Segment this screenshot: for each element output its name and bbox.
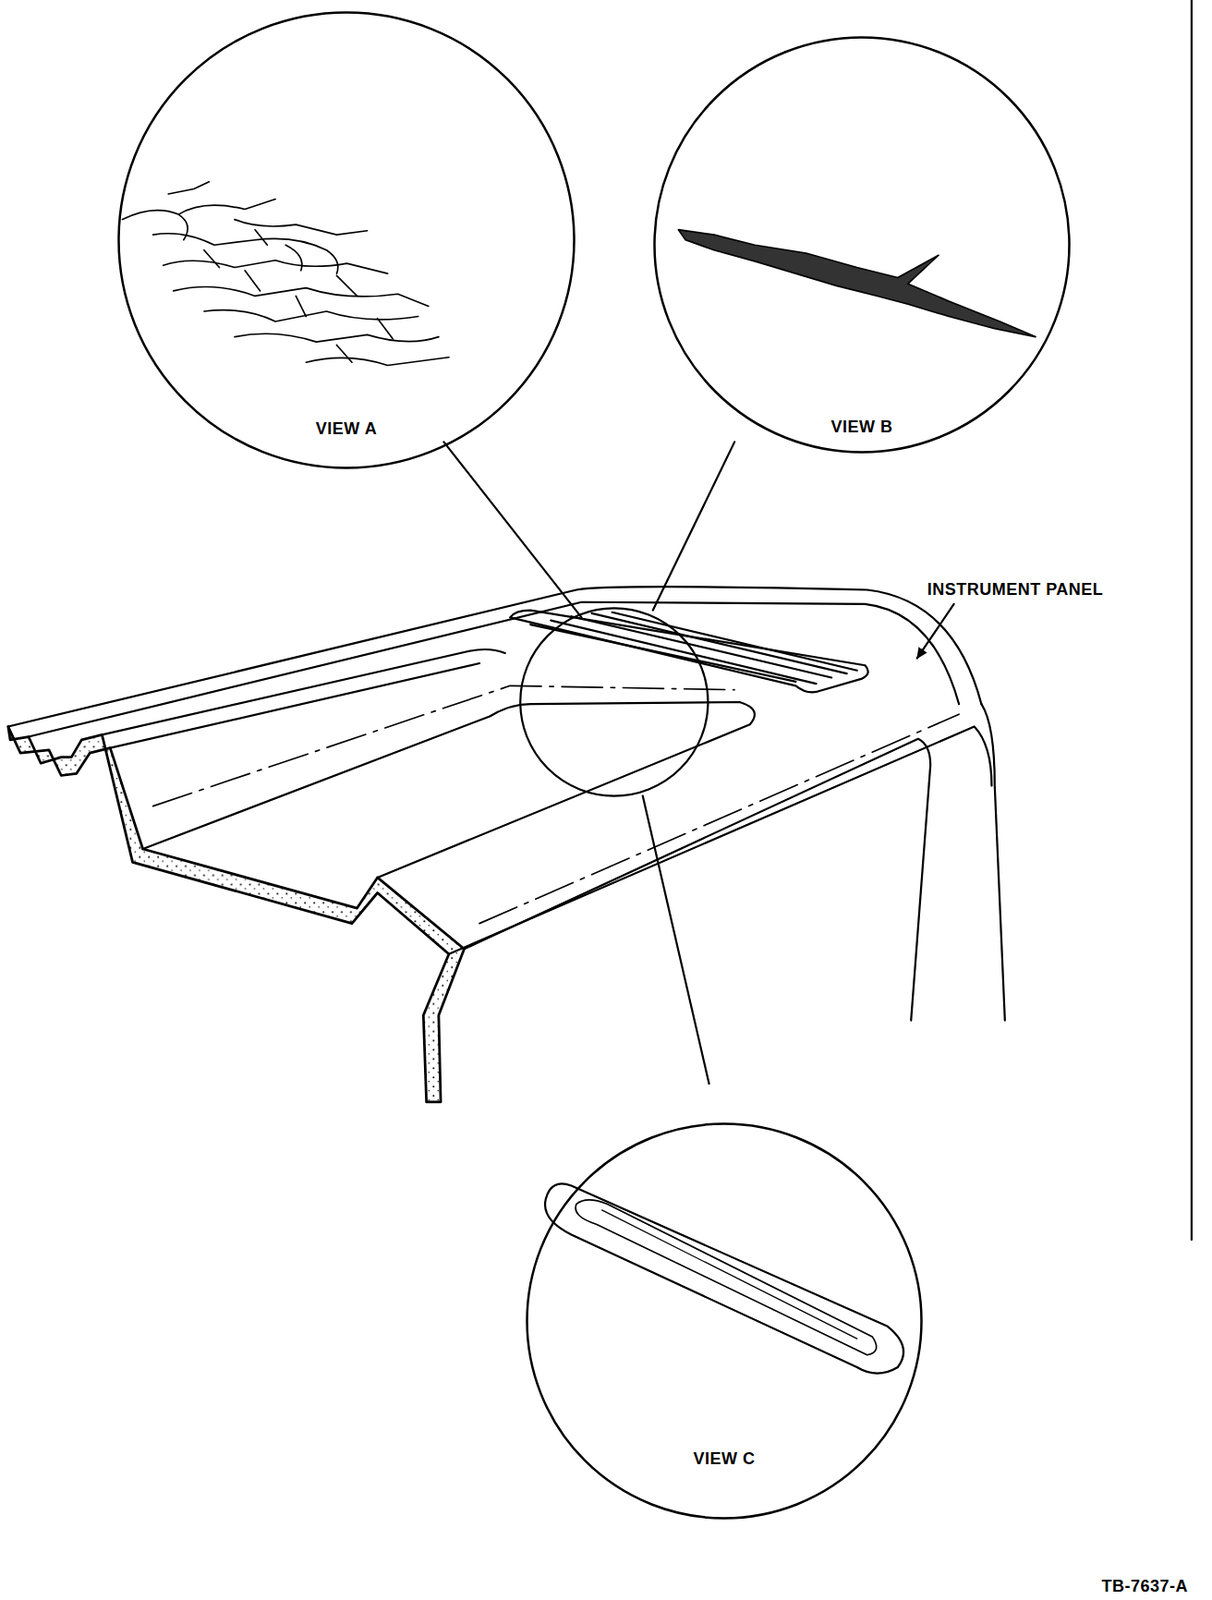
part-name: INSTRUMENT PANEL [927,580,1104,600]
figure-number: TB-7637-A [1101,1576,1188,1597]
view-label: VIEW A [315,419,377,439]
view-label: VIEW B [830,417,893,437]
circle-outline [653,36,1071,454]
view-circle: VIEW C [525,1122,923,1520]
circle-outline [117,11,576,470]
view-label: VIEW C [692,1449,755,1469]
view-circle: VIEW B [653,36,1071,454]
view-circle: VIEW A [117,11,576,470]
